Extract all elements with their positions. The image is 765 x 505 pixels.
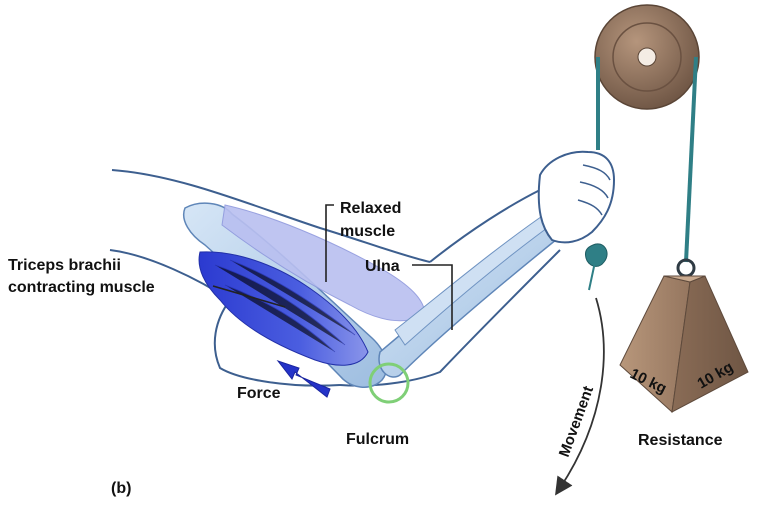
pulley [594, 4, 700, 110]
upper-arm-outline [109, 169, 431, 387]
fulcrum-ring [368, 362, 410, 404]
triceps-label-line1: Triceps brachii [8, 257, 121, 274]
rope-knot [585, 243, 608, 267]
panel-label: (b) [111, 480, 131, 497]
ulna-label: Ulna [365, 258, 400, 275]
relaxed-muscle-label-line2: muscle [340, 223, 395, 240]
movement-arrow [555, 297, 605, 496]
force-arrow [276, 360, 331, 398]
radius-bone [394, 210, 560, 346]
leader-lines [212, 204, 453, 330]
force-label: Force [237, 385, 281, 402]
rope [596, 56, 698, 263]
relaxed-muscle-label-line1: Relaxed [340, 200, 401, 217]
finger-lines [577, 164, 611, 216]
weight-hook [676, 258, 696, 278]
triceps-label-line2: contracting muscle [8, 279, 155, 296]
rope-tail [588, 261, 596, 291]
hand [537, 150, 616, 244]
resistance-label: Resistance [638, 432, 723, 449]
fulcrum-label: Fulcrum [346, 431, 409, 448]
forearm-outline [339, 189, 561, 387]
weight [619, 275, 749, 414]
movement-label: Movement [556, 384, 597, 460]
